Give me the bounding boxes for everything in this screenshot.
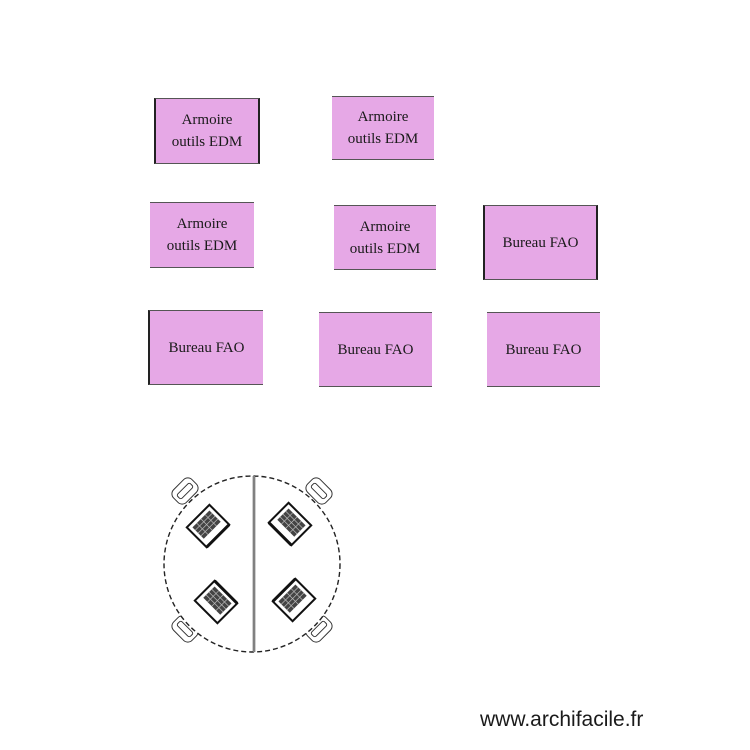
box-label-line: Bureau FAO	[502, 234, 579, 251]
armoire-outils-edm-box: Armoire outils EDM	[334, 205, 436, 270]
box-label-line: Bureau FAO	[337, 341, 414, 358]
box-label-line: Bureau FAO	[505, 341, 582, 358]
laptop-icon	[271, 577, 317, 623]
armoire-outils-edm-box: Armoire outils EDM	[332, 96, 434, 160]
box-label-line: Armoire	[357, 109, 409, 125]
armoire-outils-edm-box: Armoire outils EDM	[154, 98, 260, 164]
box-label-line: Bureau FAO	[168, 339, 245, 356]
box-label-line: outils EDM	[349, 240, 421, 257]
armoire-outils-edm-box: Armoire outils EDM	[150, 202, 254, 268]
bureau-fao-box: Bureau FAO	[148, 310, 263, 385]
chair-icon	[305, 615, 333, 643]
box-label-line: outils EDM	[347, 131, 419, 147]
box-label-line: Armoire	[181, 112, 233, 128]
laptop-icon	[267, 501, 313, 547]
bureau-fao-box: Bureau FAO	[319, 312, 432, 387]
round-table	[163, 475, 341, 653]
box-label-line: Armoire	[359, 218, 411, 235]
chair-icon	[305, 477, 333, 505]
bureau-fao-box: Bureau FAO	[483, 205, 598, 280]
box-label-line: outils EDM	[171, 134, 243, 150]
round-table-with-laptops	[163, 475, 341, 653]
laptop-icon	[185, 503, 231, 549]
chair-icon	[171, 477, 199, 505]
site-watermark: www.archifacile.fr	[480, 708, 644, 731]
laptop-icon	[193, 579, 239, 625]
bureau-fao-box: Bureau FAO	[487, 312, 600, 387]
box-label-line: outils EDM	[166, 238, 238, 254]
box-label-line: Armoire	[176, 216, 228, 232]
